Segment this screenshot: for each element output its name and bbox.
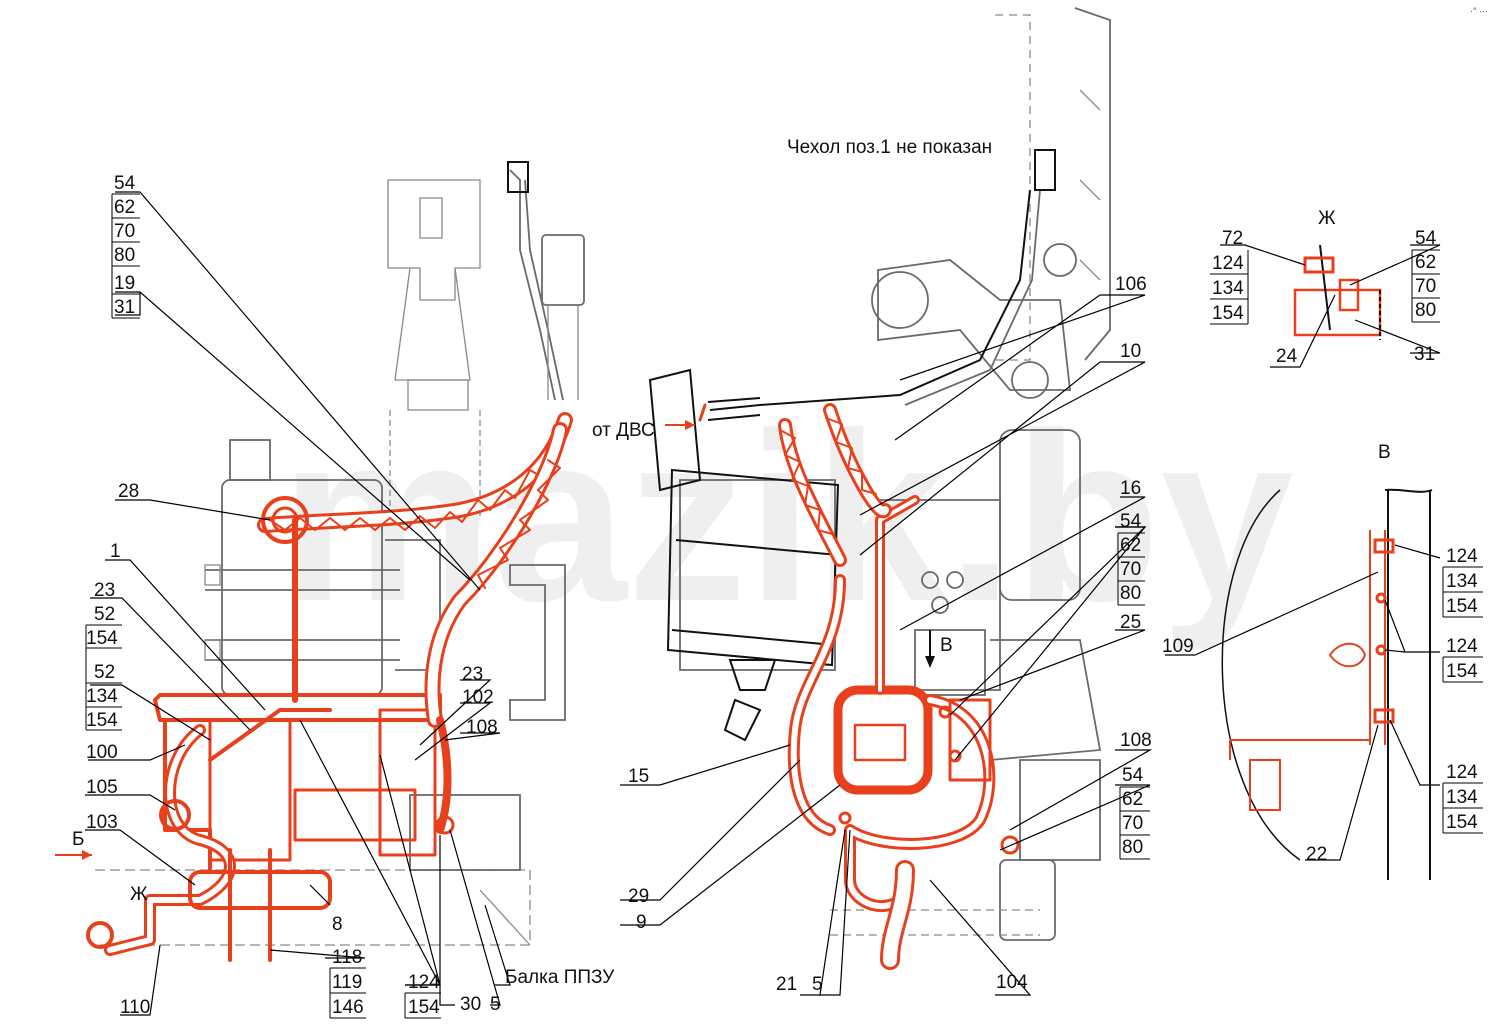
callout-70c: 70 <box>1122 813 1143 834</box>
callout-52b: 52 <box>94 662 115 683</box>
callout-25: 25 <box>1120 612 1141 633</box>
corner-mark: ·° ··· <box>1470 6 1488 16</box>
callout-134c: 134 <box>1446 571 1478 592</box>
callout-23: 23 <box>94 580 115 601</box>
callout-134: 134 <box>86 686 118 707</box>
view-v-arrow-label: В <box>940 635 953 656</box>
callout-80c: 80 <box>1122 837 1143 858</box>
callout-62c: 62 <box>1122 789 1143 810</box>
callout-1: 1 <box>110 541 121 562</box>
direction-arrows <box>55 420 935 860</box>
view-v-title: В <box>1378 442 1391 463</box>
callout-108: 108 <box>466 717 498 738</box>
callout-22: 22 <box>1306 844 1327 865</box>
callout-54c: 54 <box>1122 765 1144 786</box>
callout-16: 16 <box>1120 478 1141 499</box>
callout-109: 109 <box>1162 636 1194 657</box>
callout-154e: 154 <box>1446 596 1478 617</box>
callout-9: 9 <box>636 912 647 933</box>
callout-8: 8 <box>332 914 343 935</box>
callout-54b: 54 <box>1120 511 1142 532</box>
callout-134b: 134 <box>1212 278 1244 299</box>
leader-lines <box>85 191 1441 1016</box>
callout-52: 52 <box>94 604 115 625</box>
callout-100: 100 <box>86 742 118 763</box>
callout-104: 104 <box>996 972 1028 993</box>
cover-note: Чехол поз.1 не показан <box>787 137 992 158</box>
callout-154c: 154 <box>408 997 440 1018</box>
callout-124c: 124 <box>1446 546 1478 567</box>
view-zh-arrow-label: Ж <box>130 884 148 905</box>
callout-124b: 124 <box>1212 253 1244 274</box>
callout-108b: 108 <box>1120 730 1152 751</box>
callout-80: 80 <box>114 245 135 266</box>
callout-5: 5 <box>490 994 501 1015</box>
callout-80d: 80 <box>1415 300 1436 321</box>
callout-30: 30 <box>460 994 481 1015</box>
beam-label: Балка ППЗУ <box>505 967 615 988</box>
callout-15: 15 <box>628 766 649 787</box>
callout-54: 54 <box>114 173 136 194</box>
callout-134d: 134 <box>1446 787 1478 808</box>
callout-labels: 54 62 70 80 19 31 28 1 23 52 154 52 134 … <box>86 173 1478 1018</box>
callout-70b: 70 <box>1120 559 1141 580</box>
callout-62: 62 <box>114 197 135 218</box>
from-engine-note: от ДВС <box>592 420 655 441</box>
callout-119: 119 <box>332 972 362 993</box>
callout-21: 21 <box>776 974 797 995</box>
callout-124d: 124 <box>1446 636 1478 657</box>
callout-31: 31 <box>114 297 135 318</box>
callout-106: 106 <box>1115 274 1147 295</box>
callout-118: 118 <box>332 947 362 968</box>
callout-boxes <box>85 193 1483 1019</box>
callout-103: 103 <box>86 812 118 833</box>
callout-80b: 80 <box>1120 583 1141 604</box>
callout-24: 24 <box>1276 346 1298 367</box>
callout-154g: 154 <box>1446 812 1478 833</box>
callout-110: 110 <box>120 997 150 1018</box>
callout-62d: 62 <box>1415 252 1436 273</box>
view-b-arrow-label: Б <box>72 829 84 850</box>
callout-154d: 154 <box>1212 303 1244 324</box>
callout-23b: 23 <box>462 664 483 685</box>
callout-154b: 154 <box>86 710 118 731</box>
callout-62b: 62 <box>1120 535 1141 556</box>
callout-154: 154 <box>86 628 118 649</box>
callout-70d: 70 <box>1415 276 1436 297</box>
callout-19: 19 <box>114 273 135 294</box>
callout-146: 146 <box>332 997 364 1018</box>
callout-102: 102 <box>462 687 494 708</box>
callout-124e: 124 <box>1446 762 1478 783</box>
callout-154f: 154 <box>1446 661 1478 682</box>
callout-124: 124 <box>408 972 440 993</box>
callout-70: 70 <box>114 221 135 242</box>
heater-system <box>86 403 1020 970</box>
callout-5b: 5 <box>812 974 823 995</box>
callout-105: 105 <box>86 777 118 798</box>
view-zh-title: Ж <box>1318 208 1336 229</box>
callout-72: 72 <box>1222 228 1243 249</box>
callout-28: 28 <box>118 481 139 502</box>
view-zh-detail <box>1293 244 1382 340</box>
callout-29: 29 <box>628 886 649 907</box>
callout-31b: 31 <box>1414 344 1435 365</box>
callout-54d: 54 <box>1415 228 1437 249</box>
callout-10: 10 <box>1120 341 1141 362</box>
